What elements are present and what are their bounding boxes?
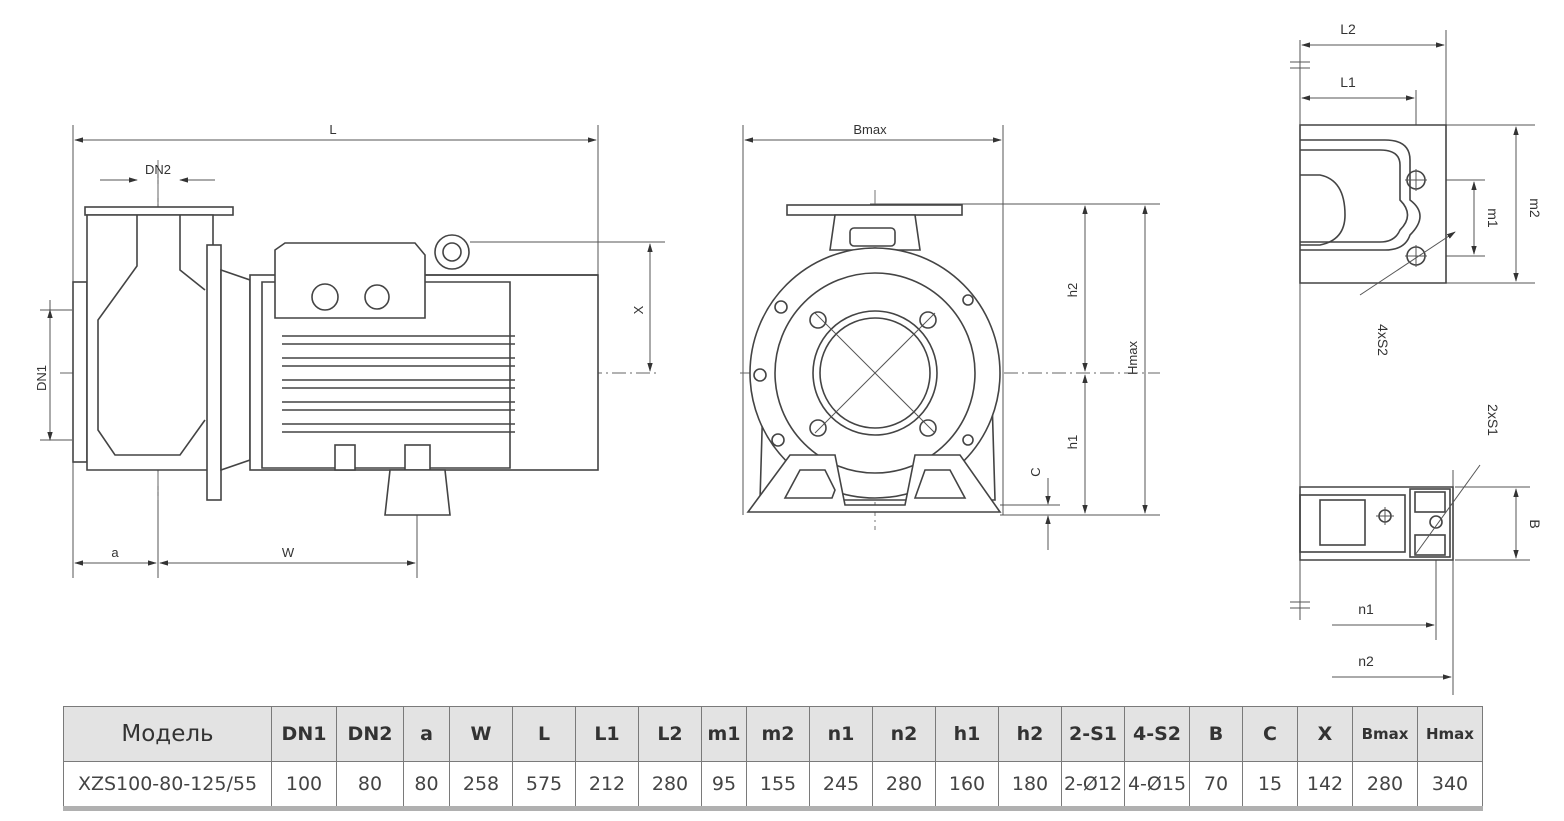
dim-c-label: C <box>1028 467 1043 476</box>
cell-l2: 280 <box>638 761 702 811</box>
dim-n1-label: n1 <box>1358 601 1374 617</box>
front-view: Bmax h2 h1 Hmax C <box>740 122 1160 550</box>
cell-hmax: 340 <box>1417 761 1483 811</box>
dim-w-label: W <box>282 545 295 560</box>
dim-s2-label: 4xS2 <box>1375 324 1391 356</box>
col-b: B <box>1189 706 1243 762</box>
col-hmax: Hmax <box>1417 706 1483 762</box>
dim-l1-label: L1 <box>1340 74 1356 90</box>
dim-x-label: X <box>631 305 646 314</box>
dim-n2-label: n2 <box>1358 653 1374 669</box>
spec-table: Модель DN1 DN2 a W L L1 L2 m1 m2 n1 n2 h… <box>63 706 1483 811</box>
cell-w: 258 <box>449 761 513 811</box>
cell-m1: 95 <box>701 761 747 811</box>
col-m2: m2 <box>746 706 810 762</box>
cell-n2: 280 <box>872 761 936 811</box>
side-view: L DN2 DN1 a W X <box>34 122 665 578</box>
cell-n1: 245 <box>809 761 873 811</box>
col-h2: h2 <box>998 706 1062 762</box>
dim-l-label: L <box>329 122 336 137</box>
flange-view: L2 L1 m1 m2 4xS2 <box>1290 21 1543 620</box>
cell-l: 575 <box>512 761 576 811</box>
cell-bmax: 280 <box>1352 761 1418 811</box>
col-2s1: 2-S1 <box>1061 706 1125 762</box>
dim-h1-label: h1 <box>1065 435 1080 449</box>
cell-m2: 155 <box>746 761 810 811</box>
cell-4s2: 4-Ø15 <box>1124 761 1190 811</box>
dim-s1-label: 2xS1 <box>1485 404 1501 436</box>
cell-2s1: 2-Ø12 <box>1061 761 1125 811</box>
cell-dn2: 80 <box>336 761 404 811</box>
cell-c: 15 <box>1242 761 1298 811</box>
col-a: a <box>403 706 450 762</box>
col-x: X <box>1297 706 1353 762</box>
cell-x: 142 <box>1297 761 1353 811</box>
col-l1: L1 <box>575 706 639 762</box>
dim-hmax-label: Hmax <box>1125 341 1140 375</box>
col-n2: n2 <box>872 706 936 762</box>
dim-dn2-label: DN2 <box>145 162 171 177</box>
dim-dn1-label: DN1 <box>34 365 49 391</box>
table-row: XZS100-80-125/55 100 80 80 258 575 212 2… <box>63 761 1483 811</box>
dim-l2-label: L2 <box>1340 21 1356 37</box>
cell-h1: 160 <box>935 761 999 811</box>
dim-a-label: a <box>111 545 119 560</box>
spec-header-row: Модель DN1 DN2 a W L L1 L2 m1 m2 n1 n2 h… <box>63 706 1483 762</box>
col-dn2: DN2 <box>336 706 404 762</box>
col-w: W <box>449 706 513 762</box>
dim-b-label: B <box>1527 519 1543 528</box>
cell-dn1: 100 <box>271 761 337 811</box>
cell-h2: 180 <box>998 761 1062 811</box>
dim-bmax-label: Bmax <box>853 122 887 137</box>
col-bmax: Bmax <box>1352 706 1418 762</box>
dim-m1-label: m1 <box>1485 208 1501 228</box>
col-m1: m1 <box>701 706 747 762</box>
cell-b: 70 <box>1189 761 1243 811</box>
dim-h2-label: h2 <box>1065 283 1080 297</box>
col-model: Модель <box>63 706 272 762</box>
col-l: L <box>512 706 576 762</box>
cell-a: 80 <box>403 761 450 811</box>
foot-view: 2xS1 B n1 n2 <box>1299 404 1543 695</box>
cell-model: XZS100-80-125/55 <box>63 761 272 811</box>
cell-l1: 212 <box>575 761 639 811</box>
col-c: C <box>1242 706 1298 762</box>
col-dn1: DN1 <box>271 706 337 762</box>
col-l2: L2 <box>638 706 702 762</box>
col-n1: n1 <box>809 706 873 762</box>
dim-m2-label: m2 <box>1527 198 1543 218</box>
col-h1: h1 <box>935 706 999 762</box>
col-4s2: 4-S2 <box>1124 706 1190 762</box>
